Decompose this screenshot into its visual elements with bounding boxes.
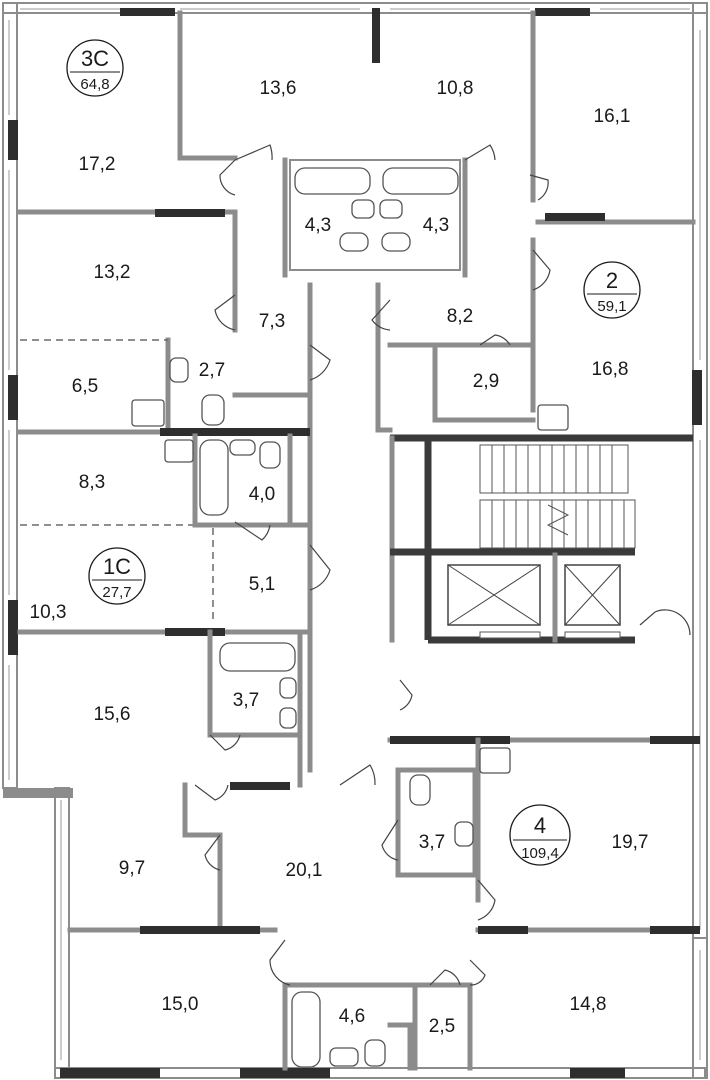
room-area-label: 13,6 — [260, 78, 297, 99]
doors — [194, 144, 691, 986]
room-area-label: 3,7 — [419, 832, 445, 853]
room-area-label: 16,8 — [592, 359, 629, 380]
unit-badge-2: 2 59,1 — [583, 261, 641, 319]
room-labels: 17,2 13,6 10,8 16,1 4,3 4,3 13,2 7,3 8,2… — [30, 78, 649, 1037]
unit-badge-1c: 1С 27,7 — [88, 547, 146, 605]
unit-badge-4: 4 109,4 — [509, 804, 571, 866]
unit-type: 4 — [534, 813, 546, 838]
room-area-label: 4,6 — [339, 1006, 365, 1027]
room-area-label: 10,3 — [30, 602, 67, 623]
room-area-label: 9,7 — [119, 858, 145, 879]
unit-badge-3c: 3С 64,8 — [66, 39, 124, 97]
room-area-label: 20,1 — [286, 860, 323, 881]
room-area-label: 10,8 — [437, 78, 474, 99]
room-area-label: 2,9 — [473, 371, 499, 392]
room-area-label: 2,5 — [429, 1016, 455, 1037]
fixtures — [131, 167, 569, 1068]
unit-type: 1С — [103, 554, 131, 579]
unit-area: 109,4 — [521, 845, 559, 862]
room-area-label: 13,2 — [94, 262, 131, 283]
room-area-label: 16,1 — [594, 106, 631, 127]
unit-area: 27,7 — [102, 584, 131, 601]
room-area-label: 17,2 — [79, 154, 116, 175]
room-area-label: 7,3 — [259, 311, 285, 332]
unit-type: 3С — [81, 46, 109, 71]
room-area-label: 4,3 — [423, 215, 449, 236]
room-area-label: 2,7 — [199, 360, 225, 381]
room-area-label: 3,7 — [233, 690, 259, 711]
unit-area: 64,8 — [80, 76, 109, 93]
room-area-label: 4,3 — [305, 215, 331, 236]
room-area-label: 6,5 — [72, 376, 98, 397]
interior-walls — [17, 10, 700, 1071]
room-area-label: 8,2 — [447, 306, 473, 327]
unit-type: 2 — [606, 268, 618, 293]
room-area-label: 15,6 — [94, 704, 131, 725]
room-area-label: 19,7 — [612, 832, 649, 853]
room-area-label: 15,0 — [162, 994, 199, 1015]
room-area-label: 8,3 — [79, 472, 105, 493]
room-area-label: 4,0 — [249, 484, 275, 505]
room-area-label: 14,8 — [570, 994, 607, 1015]
unit-area: 59,1 — [597, 298, 626, 315]
room-area-label: 5,1 — [249, 574, 275, 595]
